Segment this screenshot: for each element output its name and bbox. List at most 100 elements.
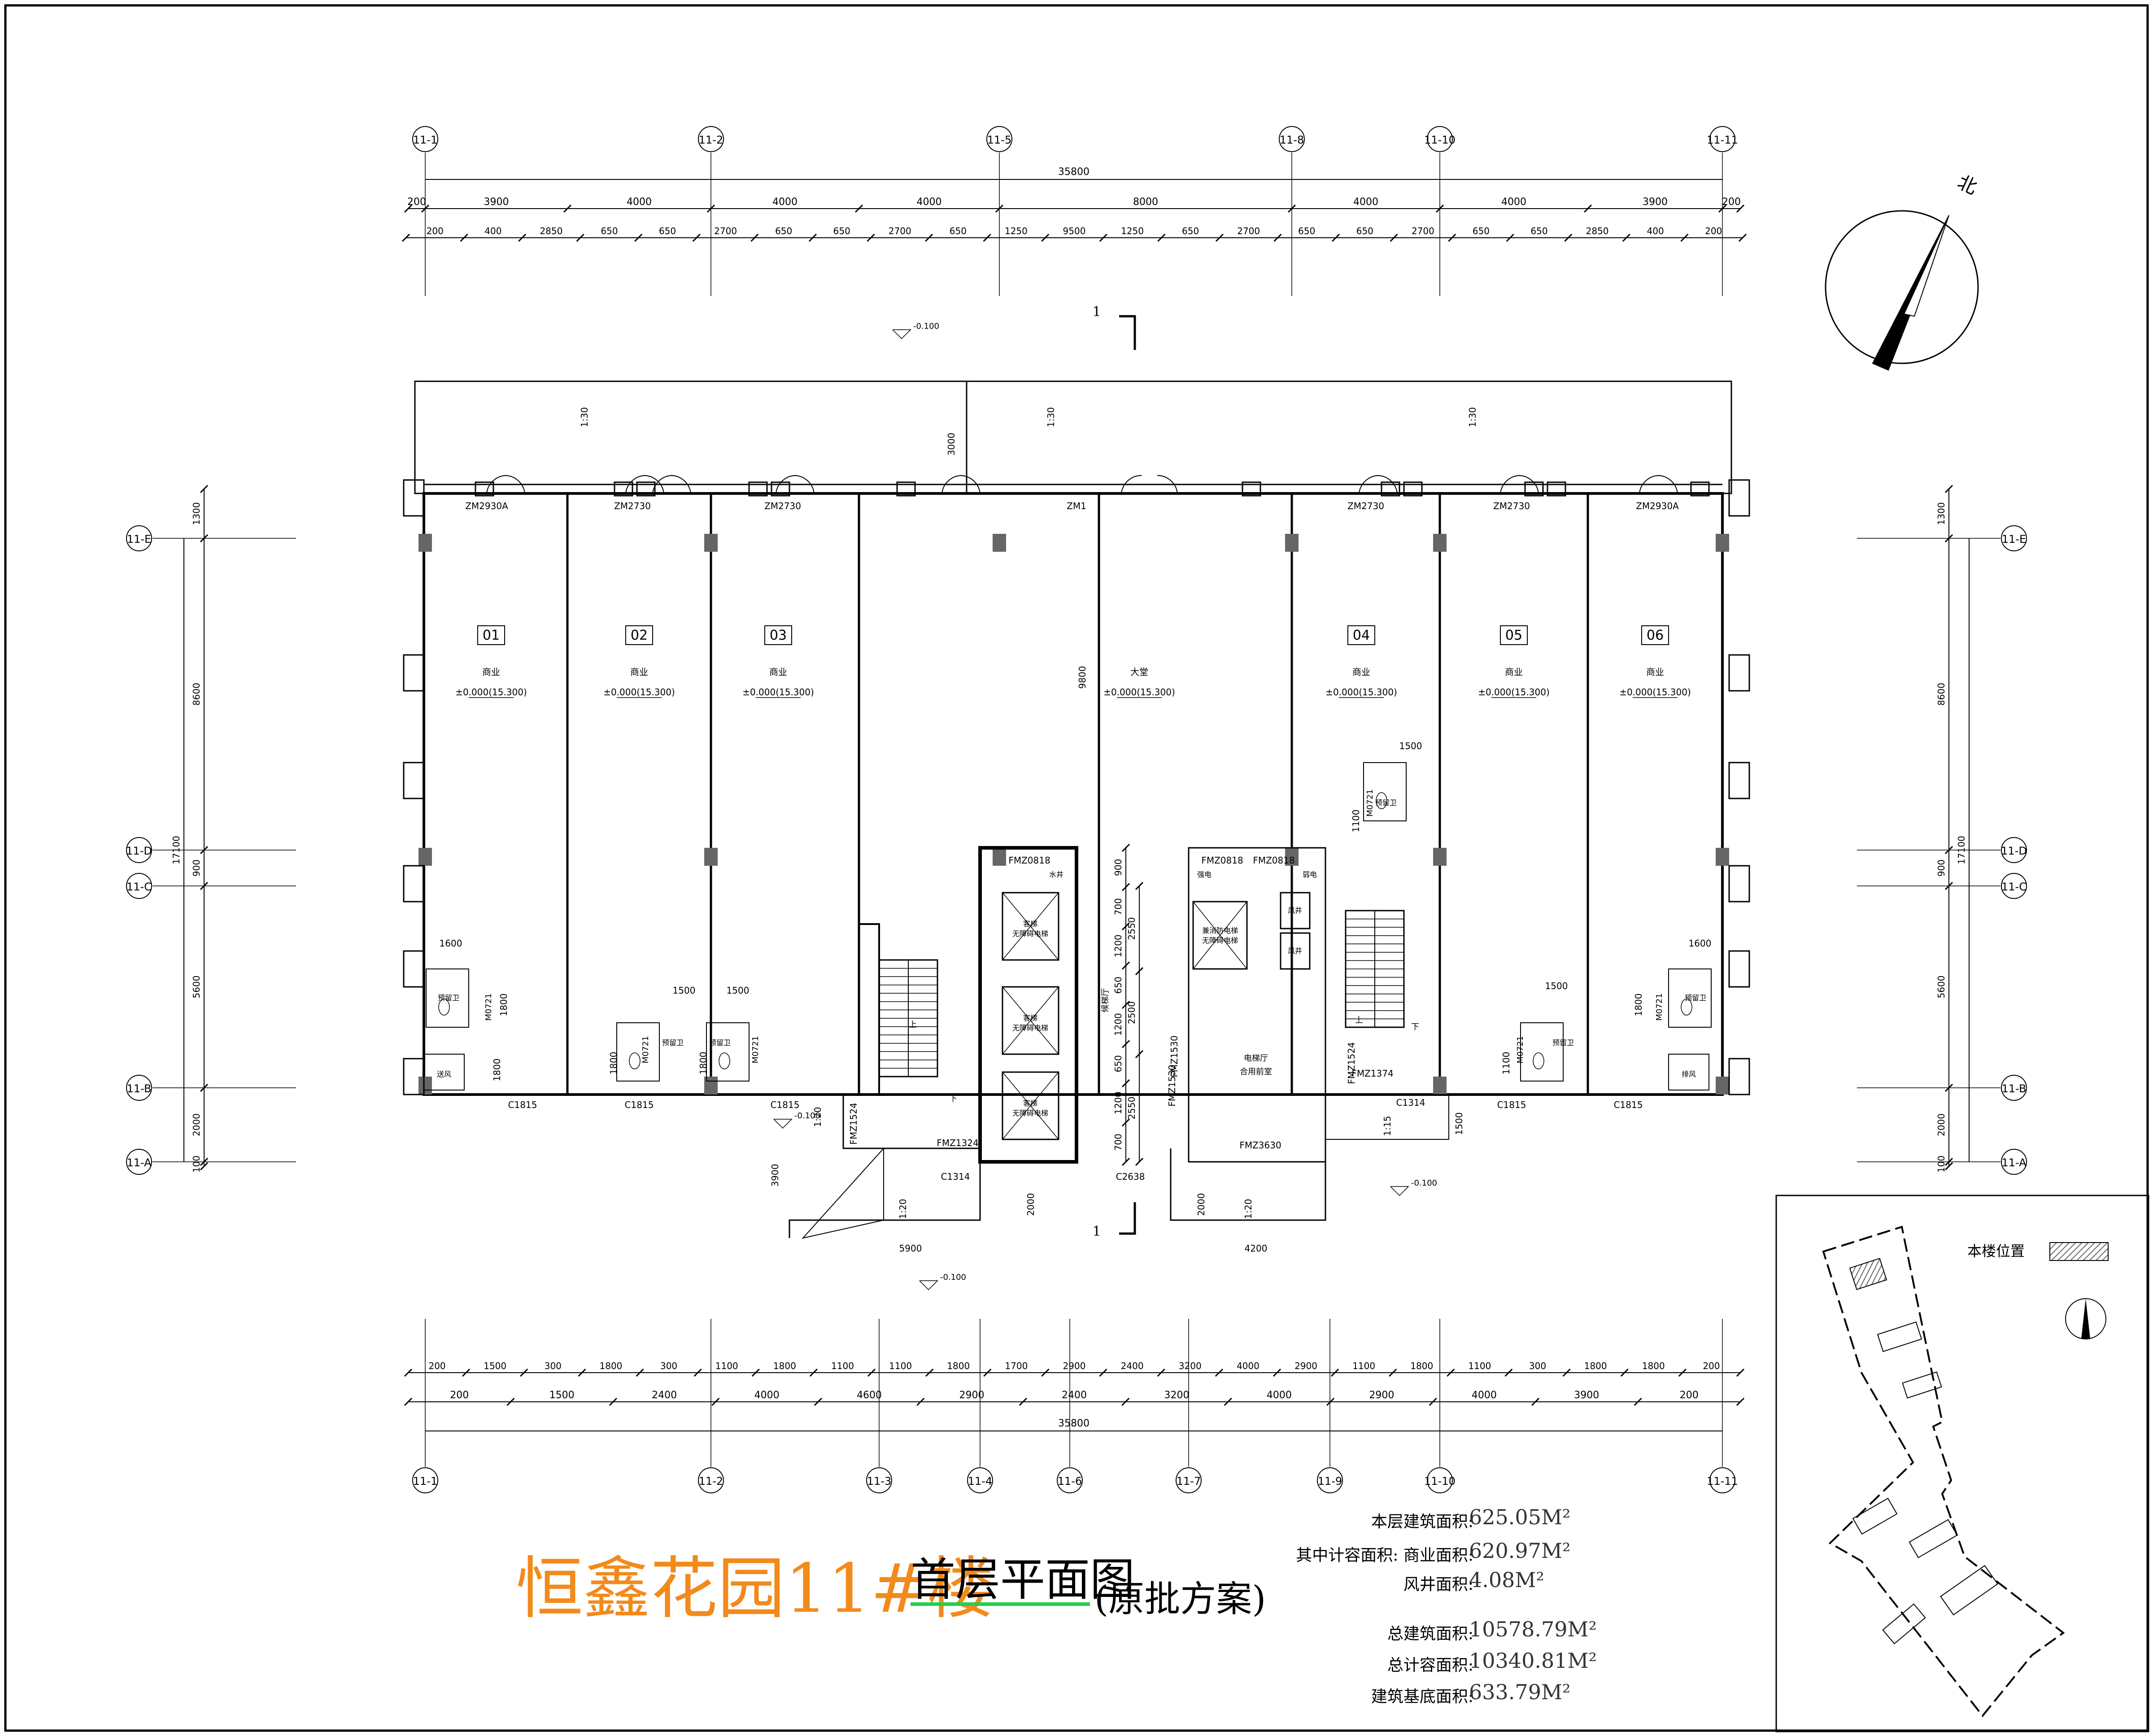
stat-label: 风井面积: bbox=[1403, 1575, 1473, 1594]
door-code-front: ZM2730 bbox=[764, 501, 801, 511]
hall-label: 候梯厅 bbox=[1101, 988, 1110, 1012]
fire-door-code: FMZ1530 bbox=[1169, 1035, 1180, 1077]
wc-door-code: M0721 bbox=[1365, 789, 1375, 816]
key-plan-legend-swatch bbox=[2049, 1242, 2109, 1261]
dim-top-detail-tick bbox=[983, 233, 991, 242]
structural-column bbox=[1433, 848, 1447, 866]
dim-top-detail-value: 2850 bbox=[540, 226, 562, 236]
stat-label: 建筑基底面积: bbox=[1371, 1688, 1473, 1706]
fire-door-code: FMZ1524 bbox=[1346, 1042, 1357, 1084]
dim-bottom-axis-tick bbox=[1736, 1397, 1745, 1406]
dim-top-detail-tick bbox=[634, 233, 643, 242]
water-label: 水井 bbox=[1049, 870, 1063, 879]
level-marker bbox=[892, 329, 911, 340]
dim-bottom-detail-tick bbox=[1620, 1368, 1629, 1377]
dim-misc-value: 1800 bbox=[608, 1052, 619, 1075]
grid-bubble-top bbox=[698, 126, 724, 152]
window-code: C1815 bbox=[1614, 1099, 1643, 1110]
toilet-label: 预留卫 bbox=[662, 1038, 684, 1047]
dim-bottom-axis-tick bbox=[609, 1397, 617, 1406]
elevator-car bbox=[1002, 986, 1059, 1055]
structural-column bbox=[993, 848, 1006, 866]
toilet-fixture bbox=[438, 999, 450, 1016]
dim-bottom-axis-tick bbox=[506, 1397, 515, 1406]
key-plan: 本楼位置 bbox=[1775, 1195, 2149, 1732]
elevator-label: 无障碍电梯 bbox=[1012, 1109, 1048, 1117]
dim-bottom-detail-tick bbox=[1215, 1368, 1223, 1377]
dim-top-axis-value: 200 bbox=[407, 196, 426, 208]
dim-stair-sub-tick bbox=[1135, 881, 1144, 890]
door-swing bbox=[504, 475, 525, 494]
room-level: ±0.000(15.300) bbox=[1325, 687, 1397, 698]
dim-bottom-axis-value: 2900 bbox=[959, 1390, 985, 1401]
window-code: C1815 bbox=[771, 1099, 800, 1110]
fire-door-code: FMZ1530 bbox=[1167, 1064, 1177, 1106]
level-value: -0.100 bbox=[913, 322, 939, 331]
key-plan-building bbox=[1909, 1519, 1958, 1558]
pilaster bbox=[614, 481, 633, 497]
grid-bubble-right bbox=[2001, 1149, 2027, 1175]
room-level: ±0.000(15.300) bbox=[1103, 687, 1175, 698]
dim-stair-tick bbox=[1121, 961, 1130, 970]
dim-misc-value: 3000 bbox=[946, 433, 957, 456]
dim-bottom-detail-tick bbox=[809, 1368, 818, 1377]
door-swing bbox=[1157, 475, 1178, 494]
door-code-front: ZM2730 bbox=[614, 501, 651, 511]
side-pilaster bbox=[1728, 1058, 1750, 1095]
dim-stair-value: 1200 bbox=[1113, 1091, 1124, 1114]
grid-bubble-bottom-label: 11-3 bbox=[867, 1475, 891, 1487]
dim-stair-sub-value: 2550 bbox=[1126, 1097, 1137, 1120]
dim-top-detail-value: 2700 bbox=[714, 226, 737, 236]
pipe-label: 强电 bbox=[1197, 870, 1212, 879]
dim-bottom-detail-value: 300 bbox=[1529, 1361, 1546, 1371]
dim-top-detail-value: 200 bbox=[427, 226, 444, 236]
dim-side-left-value: 8600 bbox=[191, 683, 202, 706]
section-mark: 1 bbox=[1092, 1224, 1101, 1239]
north-circle bbox=[1825, 210, 1979, 364]
grid-bubble-right-label: 11-E bbox=[2002, 533, 2026, 545]
grid-bubble-bottom-label: 11-7 bbox=[1177, 1475, 1201, 1487]
dim-bottom-axis-value: 200 bbox=[1680, 1390, 1699, 1401]
dim-top-detail-tick bbox=[1099, 233, 1107, 242]
fire-core bbox=[1188, 847, 1326, 1163]
grid-bubble-top-label: 11-10 bbox=[1424, 134, 1456, 146]
dim-bottom-detail-tick bbox=[1504, 1368, 1513, 1377]
elevator-label: 客梯 bbox=[1023, 920, 1037, 928]
dim-bottom-detail-value: 1100 bbox=[889, 1361, 912, 1371]
dim-misc-value: 4200 bbox=[1245, 1243, 1268, 1254]
toilet-label: 预留卫 bbox=[1375, 798, 1397, 807]
dim-side-left-value: 5600 bbox=[191, 976, 202, 999]
key-plan-site bbox=[1822, 1226, 2065, 1718]
lobby-enclosure bbox=[1170, 1095, 1326, 1221]
dim-top-detail-value: 9500 bbox=[1063, 226, 1086, 236]
toilet-fixture bbox=[629, 1052, 641, 1069]
level-value: -0.100 bbox=[794, 1111, 820, 1121]
dim-top-detail-tick bbox=[1680, 233, 1689, 242]
window-code: C1815 bbox=[1497, 1099, 1526, 1110]
pilaster bbox=[636, 481, 656, 497]
slope-label: 1:30 bbox=[1046, 407, 1056, 427]
grid-bubble-left bbox=[126, 873, 152, 899]
door-swing bbox=[1359, 475, 1380, 494]
dim-stair-value: 700 bbox=[1113, 1134, 1124, 1151]
dim-bottom-detail-value: 1800 bbox=[1410, 1361, 1433, 1371]
dim-bottom-axis-tick bbox=[1224, 1397, 1232, 1406]
grid-bubble-bottom-label: 11-11 bbox=[1707, 1475, 1738, 1487]
fire-door-code: FMZ1524 bbox=[848, 1103, 859, 1144]
grid-bubble-right-label: 11-D bbox=[2001, 845, 2027, 857]
fire-elevator-label: 兼消防电梯 bbox=[1202, 926, 1238, 935]
door-code-front: ZM2730 bbox=[1347, 501, 1384, 511]
drawing-title: 恒鑫花园11#楼 bbox=[516, 1550, 994, 1628]
pilaster bbox=[1547, 481, 1566, 497]
grid-bubble-right bbox=[2001, 837, 2027, 863]
dim-top-axis-tick bbox=[1583, 204, 1592, 213]
dim-top-detail-value: 1250 bbox=[1121, 226, 1144, 236]
key-plan-building bbox=[1877, 1321, 1922, 1352]
section-mark: 1 bbox=[1092, 304, 1101, 320]
dim-side-left-value: 100 bbox=[191, 1156, 202, 1173]
stair-up-label: 上 bbox=[1355, 1016, 1363, 1025]
dim-bottom-detail-value: 1100 bbox=[831, 1361, 854, 1371]
grid-bubble-bottom-label: 11-2 bbox=[699, 1475, 723, 1487]
fire-door-code: FMZ0818 bbox=[1253, 855, 1294, 866]
